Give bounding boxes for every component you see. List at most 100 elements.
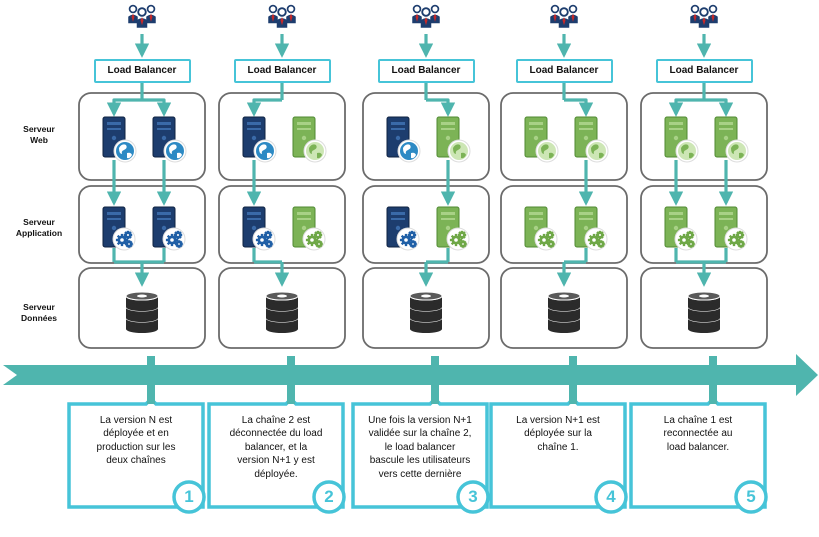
users-icon xyxy=(128,4,156,28)
database-icon xyxy=(265,291,299,333)
database-icon xyxy=(687,291,721,333)
timeline-band xyxy=(3,354,818,396)
col3-step-circle xyxy=(456,480,490,514)
app-server-old-icon xyxy=(386,206,420,251)
app-server-old-icon xyxy=(102,206,136,251)
app-server-new-icon xyxy=(714,206,748,251)
col4-callout-line: chaîne 1. xyxy=(537,441,579,453)
col4-row-panel-web xyxy=(500,92,628,181)
row-label-web: Serveur Web xyxy=(0,124,78,146)
app-server-new-icon xyxy=(292,206,326,251)
row-label-web-line1: Serveur xyxy=(23,124,55,134)
col5-step-number: 5 xyxy=(746,487,756,506)
row-label-app-line1: Serveur xyxy=(23,217,55,227)
web-server-new-icon xyxy=(714,116,749,163)
row-label-app: Serveur Application xyxy=(0,217,78,239)
col1-step-circle xyxy=(172,480,206,514)
col5-callout-line: La chaîne 1 est xyxy=(663,415,733,426)
col3-row-panel-app xyxy=(362,185,490,264)
col4-step-circle xyxy=(594,480,628,514)
col3-callout-line: bascule les utilisateurs xyxy=(369,455,471,467)
web-server-new-icon xyxy=(664,116,699,163)
col1-timeline-marker xyxy=(147,356,155,404)
col1-row-panel-app xyxy=(78,185,206,264)
col3-step-number: 3 xyxy=(468,487,478,506)
col3-row-panel-web xyxy=(362,92,490,181)
web-server-old-icon xyxy=(152,116,187,163)
col3-callout-line: le load balancer xyxy=(384,441,456,453)
row-label-web-line2: Web xyxy=(30,135,48,145)
web-server-old-icon xyxy=(386,116,421,163)
database-icon xyxy=(125,291,159,333)
col4-callout-line: La version N+1 est xyxy=(516,415,600,426)
col2-callout-line: déployée. xyxy=(254,468,298,480)
col2-step-number: 2 xyxy=(324,487,334,506)
col1-callout-line: deux chaînes xyxy=(106,455,166,467)
col3-callout-line: Une fois la version N+1 xyxy=(368,415,472,426)
row-label-data: Serveur Données xyxy=(0,302,78,324)
col4-step-number: 4 xyxy=(606,487,616,506)
users-icon xyxy=(268,4,296,28)
app-server-new-icon xyxy=(664,206,698,251)
web-server-old-icon xyxy=(242,116,277,163)
col4-callout-box xyxy=(489,396,627,509)
app-server-new-icon xyxy=(574,206,608,251)
col3-load-balancer: Load Balancer xyxy=(377,59,475,83)
col2-callout-box xyxy=(207,396,345,509)
web-server-new-icon xyxy=(292,116,327,163)
col2-callout-line: La chaîne 2 est xyxy=(241,415,311,426)
col3-callout-line: vers cette dernière xyxy=(378,468,462,480)
col5-load-balancer: Load Balancer xyxy=(655,59,753,83)
col2-timeline-marker xyxy=(287,356,295,404)
col1-callout-line: production sur les xyxy=(96,441,176,453)
users-icon xyxy=(550,4,578,28)
col5-step-circle xyxy=(734,480,768,514)
col5-callout-line: reconnectée au xyxy=(663,428,733,440)
col5-row-panel-app xyxy=(640,185,768,264)
col1-step-number: 1 xyxy=(184,487,194,506)
col1-load-balancer: Load Balancer xyxy=(93,59,191,83)
col4-callout-line: déployée sur la xyxy=(524,428,592,440)
row-label-data-line1: Serveur xyxy=(23,302,55,312)
col5-timeline-marker xyxy=(709,356,717,404)
col1-callout-line: déployée et en xyxy=(103,428,169,440)
web-server-new-icon xyxy=(436,116,471,163)
col2-load-balancer: Load Balancer xyxy=(233,59,331,83)
users-icon xyxy=(412,4,440,28)
col5-callout-box xyxy=(629,396,767,509)
app-server-new-icon xyxy=(436,206,470,251)
database-icon xyxy=(409,291,443,333)
row-label-data-line2: Données xyxy=(21,313,57,323)
col1-callout-line: La version N est xyxy=(99,415,173,426)
col1-callout-box xyxy=(67,396,205,509)
web-server-new-icon xyxy=(524,116,559,163)
row-label-app-line2: Application xyxy=(15,228,63,238)
timeline-arrow xyxy=(3,354,818,396)
col4-load-balancer: Load Balancer xyxy=(515,59,613,83)
col2-step-circle xyxy=(312,480,346,514)
col1-row-panel-web xyxy=(78,92,206,181)
col4-row-panel-app xyxy=(500,185,628,264)
col4-timeline-marker xyxy=(569,356,577,404)
col3-callout-line: validée sur la chaîne 2, xyxy=(368,428,472,440)
web-server-new-icon xyxy=(574,116,609,163)
col3-callout-text: Une fois la version N+1 validée sur la ch… xyxy=(364,414,476,481)
col3-timeline-marker xyxy=(431,356,439,404)
col2-callout-line: déconnectée du load xyxy=(229,428,323,440)
col2-row-panel-app xyxy=(218,185,346,264)
col5-callout-line: load balancer. xyxy=(666,441,730,453)
database-icon xyxy=(547,291,581,333)
users-icon xyxy=(690,4,718,28)
col2-row-panel-web xyxy=(218,92,346,181)
col2-callout-line: version N+1 y est xyxy=(237,455,315,467)
app-server-old-icon xyxy=(242,206,276,251)
col3-callout-box xyxy=(351,396,489,509)
app-server-old-icon xyxy=(152,206,186,251)
app-server-new-icon xyxy=(524,206,558,251)
col2-callout-line: balancer, et la xyxy=(244,441,308,453)
